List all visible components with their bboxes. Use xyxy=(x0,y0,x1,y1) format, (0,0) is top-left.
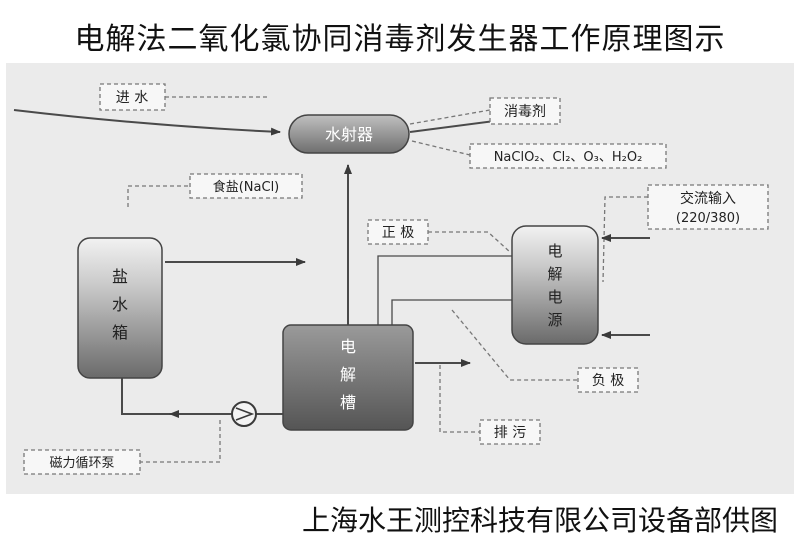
positive-box xyxy=(367,219,429,245)
ac-input-label-1: 交流输入 xyxy=(680,190,736,207)
water-in-label: 进 水 xyxy=(116,90,148,106)
brine-tank xyxy=(77,237,163,379)
water-in-pipe xyxy=(13,109,281,136)
footer-credit: 上海水王测控科技有限公司设备部供图 xyxy=(301,504,778,537)
pipes xyxy=(13,109,650,418)
brine-tank-char-3: 箱 xyxy=(112,323,128,342)
pump-label: 磁力循环泵 xyxy=(49,456,114,471)
cell-char-2: 解 xyxy=(340,365,356,384)
power-char-3: 电 xyxy=(547,288,562,306)
circulation-pump xyxy=(231,401,257,427)
brine-tank-char-2: 水 xyxy=(112,295,128,314)
drain-box xyxy=(479,419,541,445)
brine-tank-char-1: 盐 xyxy=(112,267,128,286)
cell-char-1: 电 xyxy=(340,337,356,356)
power-char-2: 解 xyxy=(547,265,562,283)
pump-box xyxy=(23,449,141,475)
products-box xyxy=(469,143,667,169)
ac-input-box xyxy=(647,184,769,230)
ejector-label: 水射器 xyxy=(325,125,373,144)
disinfectant-label: 消毒剂 xyxy=(504,104,546,120)
salt-label: 食盐(NaCl) xyxy=(213,179,280,195)
negative-wire xyxy=(391,299,512,325)
power-char-4: 源 xyxy=(547,311,562,329)
products-label: NaClO₂、Cl₂、O₃、H₂O₂ xyxy=(494,150,643,165)
cell-char-3: 槽 xyxy=(340,393,356,412)
ac-input-label-2: (220/380) xyxy=(676,211,740,226)
ejector xyxy=(288,114,410,154)
callout-lines xyxy=(127,96,648,463)
disinfectant-box xyxy=(489,97,561,125)
negative-label: 负 极 xyxy=(592,373,624,389)
electrode-wires xyxy=(377,255,512,325)
power-supply xyxy=(511,225,599,345)
label-boxes xyxy=(23,83,769,475)
drain-label: 排 污 xyxy=(494,425,526,441)
salt-box xyxy=(189,173,303,199)
electrolysis-cell xyxy=(282,324,414,431)
water-in-box xyxy=(99,83,166,111)
positive-label: 正 极 xyxy=(382,225,414,241)
positive-wire xyxy=(377,255,512,325)
negative-box xyxy=(577,367,639,393)
power-char-1: 电 xyxy=(547,242,562,260)
page-title: 电解法二氧化氯协同消毒剂发生器工作原理图示 xyxy=(74,22,726,57)
